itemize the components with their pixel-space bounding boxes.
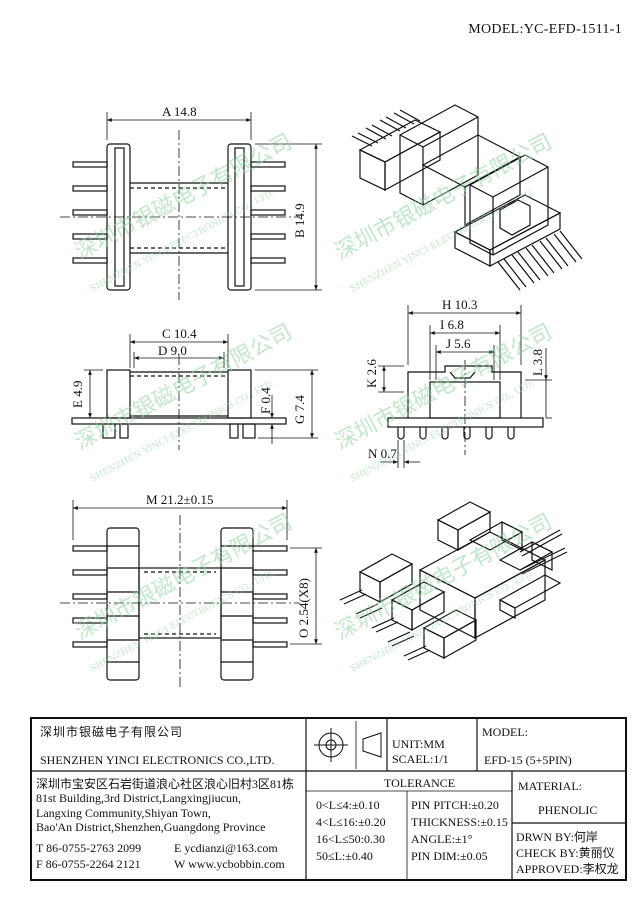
website: W www.ycbobbin.com: [174, 857, 285, 871]
dim-b-label: B 14.9: [292, 203, 307, 238]
checked-by: CHECK BY:黄丽仪: [516, 846, 615, 860]
dim-f-label: F 0.4: [258, 387, 273, 414]
front-view: [378, 305, 552, 468]
signoff: DRWN BY:何岸 CHECK BY:黄丽仪 APPROVED:李权龙: [516, 829, 619, 877]
dim-l-label: L 3.8: [530, 349, 545, 376]
address: 深圳市宝安区石岩街道浪心社区浪心旧村3区81栋 81st Building,3r…: [36, 777, 294, 835]
dim-n-label: N 0.7: [368, 446, 397, 461]
address-line-1: 深圳市宝安区石岩街道浪心社区浪心旧村3区81栋: [36, 777, 295, 791]
material-label: MATERIAL:: [518, 779, 582, 793]
dim-e-label: E 4.9: [70, 381, 85, 408]
model-value: EFD-15 (5+5PIN): [484, 753, 572, 767]
tel: T 86-0755-2763 2099: [36, 841, 142, 855]
approved-by: APPROVED:李权龙: [516, 862, 619, 876]
bottom-view: [60, 500, 322, 690]
drawn-by: DRWN BY:何岸: [516, 830, 598, 844]
dim-m-label: M 21.2±0.15: [146, 492, 213, 507]
tolerance-label: TOLERANCE: [384, 776, 456, 790]
address-line-3: Langxing Community,Shiyan Town,: [36, 805, 211, 820]
tolerance-list-right: PIN PITCH:±0.20 THICKNESS:±0.15 ANGLE:±1…: [411, 797, 508, 865]
title-block-grid: [32, 719, 625, 879]
dim-c-label: C 10.4: [162, 326, 197, 341]
tolerance-item: ANGLE:±1°: [411, 832, 473, 846]
tolerance-item: PIN DIM:±0.05: [411, 849, 488, 863]
email: E ycdianzi@163.com: [174, 841, 278, 855]
dim-g-label: G 7.4: [292, 395, 307, 424]
tolerance-item: 16<L≤50:0.30: [316, 832, 386, 846]
dim-k-label: K 2.6: [364, 359, 379, 388]
company-name-en: SHENZHEN YINCI ELECTRONICS CO.,LTD.: [40, 753, 275, 767]
side-view: [71, 334, 318, 450]
fax: F 86-0755-2264 2121: [36, 857, 141, 871]
top-view: [60, 112, 322, 300]
isometric-view-1: [351, 104, 583, 291]
tolerance-list-left: 0<L≤4:±0.10 4<L≤16:±0.20 16<L≤50:0.30 50…: [316, 797, 386, 865]
dim-d-label: D 9.0: [158, 343, 187, 358]
address-line-4: Bao'An District,Shenzhen,Guangdong Provi…: [36, 820, 266, 835]
tolerance-item: 50≤L:±0.40: [316, 849, 373, 863]
dim-h-label: H 10.3: [442, 297, 477, 312]
tolerance-item: 0<L≤4:±0.10: [316, 798, 380, 812]
dim-a-label: A 14.8: [162, 104, 197, 119]
projection-symbol-icon: [314, 728, 382, 762]
company-name-cn: 深圳市银磁电子有限公司: [40, 725, 184, 739]
address-line-2: 81st Building,3rd District,Langxingjiucu…: [36, 791, 241, 806]
dim-j-label: J 5.6: [446, 336, 471, 351]
model-label: MODEL:: [482, 725, 528, 739]
isometric-view-2: [339, 501, 568, 661]
unit: UNIT:MM: [392, 737, 445, 751]
tolerance-item: THICKNESS:±0.15: [411, 815, 508, 829]
dim-o-label: O 2.54(X8): [296, 578, 311, 638]
material-value: PHENOLIC: [538, 803, 598, 817]
tolerance-item: 4<L≤16:±0.20: [316, 815, 386, 829]
tolerance-item: PIN PITCH:±0.20: [411, 798, 499, 812]
scale: SCAEL:1/1: [392, 752, 449, 766]
title-block: 深圳市银磁电子有限公司 SHENZHEN YINCI ELECTRONICS C…: [30, 717, 627, 881]
dim-i-label: I 6.8: [440, 317, 464, 332]
model-number: MODEL:YC-EFD-1511-1: [468, 22, 622, 37]
